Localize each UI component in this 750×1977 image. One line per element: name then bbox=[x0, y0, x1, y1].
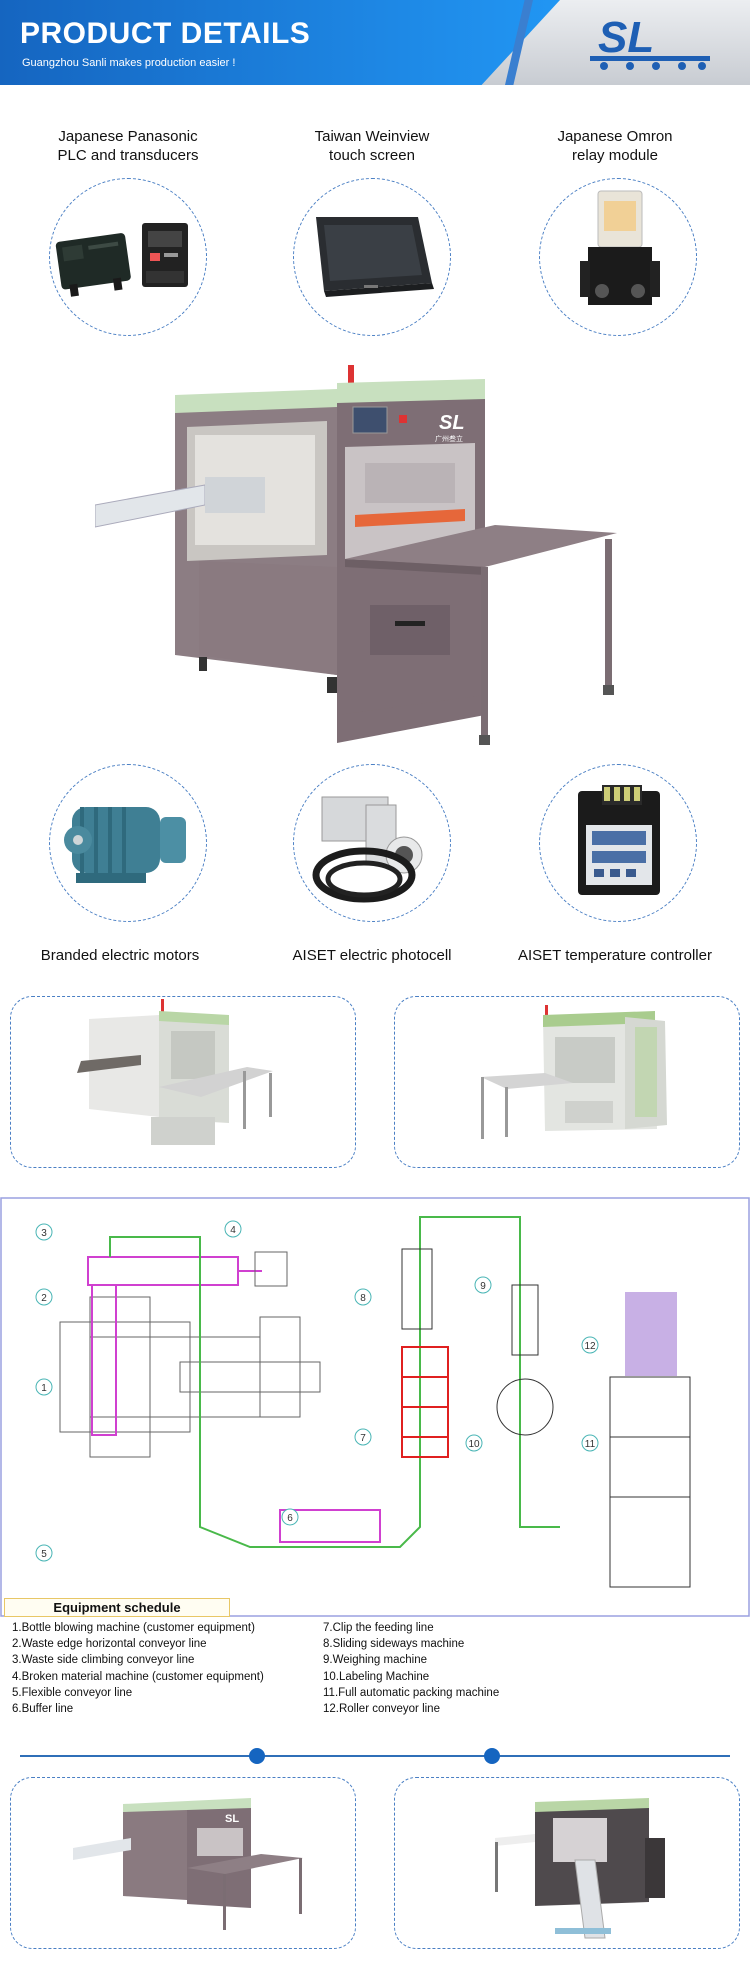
schedule-item: 4.Broken material machine (customer equi… bbox=[12, 1670, 264, 1683]
machine-view-card-right bbox=[394, 996, 740, 1168]
machine-front-view-image bbox=[481, 1005, 667, 1139]
schedule-item: 11.Full automatic packing machine bbox=[323, 1686, 500, 1699]
schedule-title: Equipment schedule bbox=[4, 1598, 230, 1617]
main-machine-image: SL 广州叁立 bbox=[95, 365, 617, 745]
machine-angled-view-image: SL bbox=[73, 1798, 303, 1930]
temperature-controller-circle bbox=[539, 764, 697, 922]
company-logo-text: SL bbox=[598, 13, 654, 62]
relay-circle bbox=[539, 178, 697, 336]
machine-view-card-bottom-right bbox=[394, 1777, 740, 1949]
schedule-item: 12.Roller conveyor line bbox=[323, 1703, 440, 1716]
touch-screen-image bbox=[316, 217, 434, 297]
machine-view-card-bottom-left: SL bbox=[10, 1777, 356, 1949]
schedule-item: 6.Buffer line bbox=[12, 1703, 74, 1716]
caption-motors: Branded electric motors bbox=[40, 947, 200, 964]
schedule-item: 10.Labeling Machine bbox=[323, 1670, 430, 1683]
caption-photocell: AISET electric photocell bbox=[292, 947, 452, 964]
page-subtitle: Guangzhou Sanli makes production easier … bbox=[22, 57, 236, 69]
schedule-item: 2.Waste edge horizontal conveyor line bbox=[12, 1638, 207, 1651]
schedule-right-list: 7.Clip the feeding line 8.Sliding sidewa… bbox=[323, 1620, 623, 1717]
diagram-marker-12: 12 bbox=[584, 1341, 596, 1352]
machine-side-view-image bbox=[77, 999, 273, 1145]
component-caption-plc: Japanese Panasonic PLC and transducers bbox=[28, 127, 228, 165]
photocell-circle bbox=[293, 764, 451, 922]
component-caption-relay: Japanese Omron relay module bbox=[515, 127, 715, 165]
schedule-item: 5.Flexible conveyor line bbox=[12, 1686, 133, 1699]
timeline-dot bbox=[484, 1748, 500, 1764]
timeline-divider bbox=[20, 1755, 730, 1757]
diagram-marker-7: 7 bbox=[360, 1433, 366, 1444]
diagram-marker-6: 6 bbox=[287, 1513, 293, 1524]
electric-motor-image bbox=[64, 807, 186, 883]
schedule-left-list: 1.Bottle blowing machine (customer equip… bbox=[12, 1620, 312, 1717]
schedule-item: 3.Waste side climbing conveyor line bbox=[12, 1654, 195, 1667]
plc-circle bbox=[49, 178, 207, 336]
diagram-marker-2: 2 bbox=[41, 1293, 47, 1304]
page-title: PRODUCT DETAILS bbox=[20, 17, 311, 50]
machine-with-conveyor-image bbox=[495, 1798, 665, 1939]
machine-logo-text: SL bbox=[439, 412, 465, 434]
caption-line: PLC and transducers bbox=[57, 147, 199, 164]
schedule-item: 8.Sliding sideways machine bbox=[323, 1638, 465, 1651]
header-blue-panel bbox=[0, 0, 560, 85]
plc-transducer-image bbox=[55, 223, 188, 297]
caption-temperature-controller: AISET temperature controller bbox=[518, 947, 712, 964]
schedule-item: 1.Bottle blowing machine (customer equip… bbox=[12, 1622, 255, 1634]
machine-logo-caption: 广州叁立 bbox=[435, 434, 463, 443]
relay-module-image bbox=[580, 190, 660, 305]
diagram-marker-9: 9 bbox=[480, 1281, 486, 1292]
temperature-controller-image bbox=[578, 785, 660, 895]
bottom-machine-logo-text: SL bbox=[225, 1813, 239, 1825]
caption-line: Japanese Panasonic bbox=[58, 128, 198, 145]
diagram-marker-4: 4 bbox=[230, 1225, 236, 1236]
caption-line: touch screen bbox=[329, 147, 415, 164]
photocell-image bbox=[312, 796, 423, 903]
diagram-marker-11: 11 bbox=[585, 1439, 596, 1450]
timeline-dot bbox=[249, 1748, 265, 1764]
component-caption-touchscreen: Taiwan Weinview touch screen bbox=[272, 127, 472, 165]
schedule-item: 9.Weighing machine bbox=[323, 1654, 427, 1667]
machine-view-card-left bbox=[10, 996, 356, 1168]
caption-line: Japanese Omron bbox=[557, 128, 673, 145]
diagram-marker-3: 3 bbox=[41, 1228, 47, 1239]
diagram-marker-1: 1 bbox=[41, 1383, 47, 1394]
caption-line: relay module bbox=[572, 147, 658, 164]
schedule-item: 7.Clip the feeding line bbox=[323, 1622, 434, 1634]
production-line-layout-diagram: 3 4 2 1 5 6 7 8 9 10 11 12 bbox=[0, 1197, 750, 1617]
diagram-marker-10: 10 bbox=[468, 1439, 480, 1450]
touchscreen-circle bbox=[293, 178, 451, 336]
motor-circle bbox=[49, 764, 207, 922]
diagram-marker-5: 5 bbox=[41, 1549, 47, 1560]
caption-line: Taiwan Weinview bbox=[314, 128, 430, 145]
diagram-marker-8: 8 bbox=[360, 1293, 366, 1304]
company-logo: SL bbox=[590, 13, 710, 70]
